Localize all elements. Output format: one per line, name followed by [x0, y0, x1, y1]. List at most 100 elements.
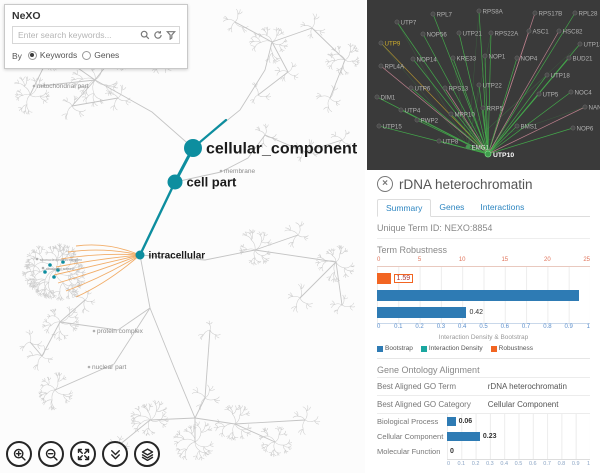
tree-mini-node[interactable] — [56, 268, 60, 272]
gene-label: HSC82 — [563, 29, 584, 36]
gene-node-PWP2[interactable] — [414, 117, 420, 123]
gene-node-UTP15[interactable] — [376, 123, 382, 129]
close-icon[interactable]: × — [377, 176, 393, 192]
gene-label: UTP21 — [463, 31, 483, 38]
gene-node-NOP4[interactable] — [514, 55, 520, 61]
tree-node-intracellular[interactable] — [135, 250, 145, 260]
reset-icon[interactable] — [153, 30, 163, 40]
gene-node-UTP7[interactable] — [394, 19, 400, 25]
gene-label: NOP56 — [427, 32, 448, 39]
gene-node-NOP1[interactable] — [482, 53, 488, 59]
gene-node-UTP8[interactable] — [436, 138, 442, 144]
tree-node-dot[interactable] — [92, 329, 96, 333]
gene-node-UTP9[interactable] — [378, 40, 384, 46]
layers-button[interactable] — [134, 441, 160, 467]
gene-node-RPS13[interactable] — [442, 85, 448, 91]
radio-keywords[interactable]: Keywords — [27, 50, 77, 60]
zoom-in-button[interactable] — [6, 441, 32, 467]
gene-node-EMG1[interactable] — [465, 144, 471, 150]
tree-node-cell-part[interactable] — [167, 174, 183, 190]
axis-tick: 25 — [583, 257, 590, 263]
legend-label: Interaction Density — [428, 345, 483, 352]
gene-node-BUD21[interactable] — [566, 55, 572, 61]
bar — [377, 272, 391, 284]
gene-node-BMS1[interactable] — [514, 123, 520, 129]
tree-node-dot[interactable] — [87, 365, 91, 369]
radio-genes[interactable]: Genes — [82, 50, 119, 60]
go-table-value: rDNA heterochromatin — [487, 382, 567, 391]
gene-node-UTP5[interactable] — [536, 91, 542, 97]
tree-node-dot[interactable] — [35, 257, 39, 261]
gene-node-NOC4[interactable] — [568, 89, 574, 95]
gene-label: EMG1 — [472, 145, 490, 152]
search-box[interactable] — [12, 26, 180, 44]
gene-node-UTP18[interactable] — [544, 72, 550, 78]
axis-tick: 0.4 — [500, 461, 509, 467]
gene-label: RPL4A — [385, 64, 405, 71]
gene-node-HSC82[interactable] — [556, 28, 562, 34]
go-chart-zone: 0.06 — [447, 414, 590, 429]
radio-dot — [82, 50, 92, 60]
axis-tick: 0.6 — [500, 324, 509, 330]
tree-mini-node[interactable] — [61, 260, 65, 264]
gene-node-UTP6[interactable] — [408, 85, 414, 91]
gene-node-RPL4A[interactable] — [378, 63, 384, 69]
radio-label: Genes — [94, 50, 120, 60]
gene-node-KRE33[interactable] — [450, 55, 456, 61]
bar — [447, 417, 456, 426]
tree-node-label: cell part — [187, 175, 238, 190]
gene-node-NOP56[interactable] — [420, 31, 426, 37]
axis-tick: 0.3 — [436, 324, 446, 330]
gene-node-UTP21[interactable] — [456, 30, 462, 36]
gene-node-UTP13[interactable] — [577, 41, 583, 47]
fit-to-screen-button[interactable] — [70, 441, 96, 467]
gene-node-UTP4[interactable] — [398, 107, 404, 113]
gene-label: UTP13 — [584, 42, 600, 49]
gene-node-DIM1[interactable] — [374, 94, 380, 100]
gene-node-NOP6[interactable] — [570, 125, 576, 131]
gene-node-RPS8A[interactable] — [476, 8, 482, 14]
detail-tabs: Summary Genes Interactions — [377, 199, 590, 217]
gene-hub-label: UTP10 — [493, 152, 514, 159]
filter-icon[interactable] — [166, 30, 176, 40]
tree-mini-node[interactable] — [52, 275, 56, 279]
tree-node-cellular_component[interactable] — [184, 139, 202, 157]
gene-node-RPS22A[interactable] — [488, 30, 494, 36]
gene-node-RPL28[interactable] — [572, 10, 578, 16]
gene-node-RPS17B[interactable] — [532, 10, 538, 16]
gene-node-ASC1[interactable] — [526, 28, 532, 34]
gene-node-MPP10[interactable] — [448, 111, 454, 117]
zoom-out-button[interactable] — [38, 441, 64, 467]
tree-mini-node[interactable] — [43, 270, 47, 274]
gene-node-RRP5[interactable] — [480, 105, 486, 111]
tab-summary[interactable]: Summary — [377, 199, 432, 217]
collapse-button[interactable] — [102, 441, 128, 467]
search-input[interactable] — [16, 29, 137, 41]
search-icon[interactable] — [140, 30, 150, 40]
unique-term-id: Unique Term ID: NEXO:8854 — [377, 217, 590, 239]
tab-genes[interactable]: Genes — [439, 202, 465, 212]
gene-node-UTP10[interactable] — [484, 150, 492, 158]
gene-node-NAN1[interactable] — [582, 104, 588, 110]
tab-interactions[interactable]: Interactions — [480, 202, 525, 212]
tree-mini-node[interactable] — [48, 263, 52, 267]
tree-node-dot[interactable] — [219, 169, 223, 173]
term-title: rDNA heterochromatin — [399, 176, 533, 192]
gene-label: BUD21 — [573, 56, 594, 63]
gene-node-NOP14[interactable] — [410, 56, 416, 62]
tree-node-dot[interactable] — [32, 84, 36, 88]
gene-node-RPL7[interactable] — [430, 11, 436, 17]
tree-node-dot[interactable] — [41, 266, 45, 270]
gene-label: NOP4 — [521, 56, 538, 63]
radio-dot — [27, 50, 37, 60]
gene-label: BMS1 — [521, 124, 538, 131]
gene-node-UTP22[interactable] — [476, 82, 482, 88]
